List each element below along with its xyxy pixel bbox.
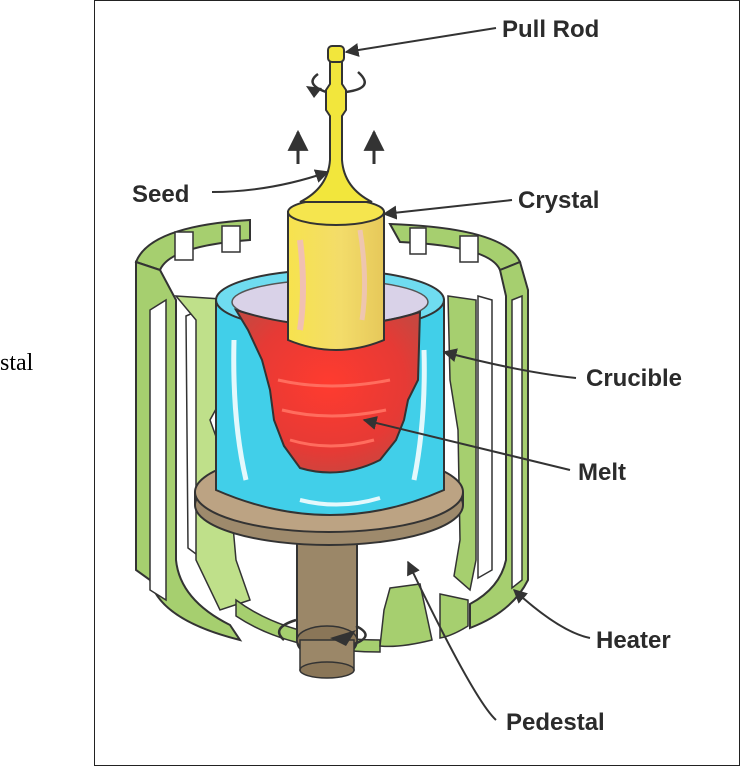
label-crystal: Crystal xyxy=(518,187,599,214)
label-seed: Seed xyxy=(132,181,189,208)
label-pedestal: Pedestal xyxy=(506,709,605,736)
labels: Pull Rod Seed Crystal Crucible Melt Heat… xyxy=(132,16,682,736)
crystal xyxy=(287,198,385,351)
melt-leader xyxy=(362,416,571,471)
melt xyxy=(233,308,422,474)
label-pull-rod: Pull Rod xyxy=(502,16,599,43)
seed-and-pull-rod xyxy=(287,45,385,203)
pedestal-leader xyxy=(407,560,497,721)
crucible-leader xyxy=(442,348,577,379)
seed-leader xyxy=(211,169,330,193)
heater-leader xyxy=(512,589,591,639)
label-heater: Heater xyxy=(596,627,671,654)
truncated-left-text: stal xyxy=(0,350,34,376)
label-crucible: Crucible xyxy=(586,365,682,392)
pull-rod-leader xyxy=(344,27,497,57)
leader-lines xyxy=(211,27,591,721)
shaft-rotation-arrow xyxy=(277,618,367,646)
crystal-leader xyxy=(382,199,513,220)
label-melt: Melt xyxy=(578,459,626,486)
